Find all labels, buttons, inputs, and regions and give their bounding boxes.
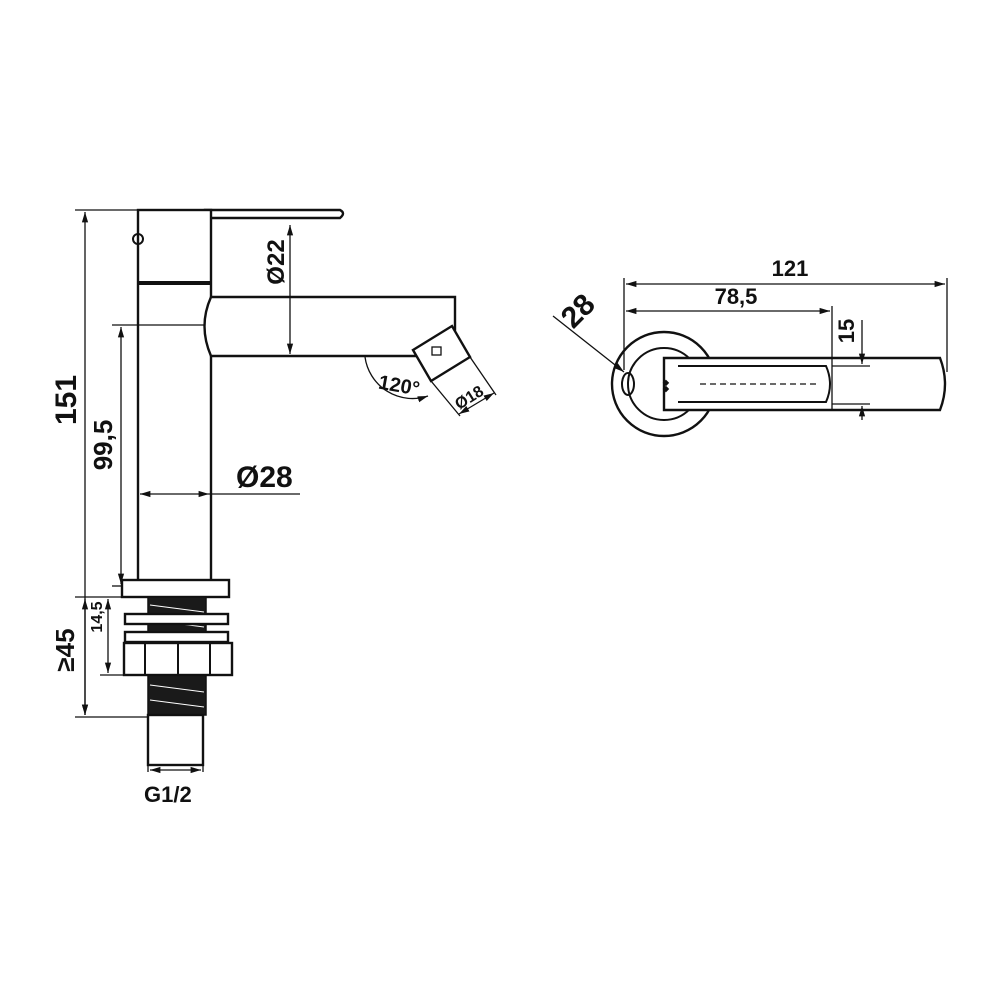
faucet-body xyxy=(136,208,213,587)
dim-spout-diameter: Ø22 xyxy=(263,239,290,284)
dim-aerator-diameter: Ø18 xyxy=(452,383,487,413)
lever-top xyxy=(678,365,831,403)
washer-bottom xyxy=(123,630,230,644)
dim-total-height: 151 xyxy=(50,375,83,425)
dim-thread: G1/2 xyxy=(144,782,192,807)
dim-min-deck: ≥45 xyxy=(50,628,80,671)
dim-shank-length: 14,5 xyxy=(89,601,106,632)
dim-handle-width: 15 xyxy=(834,319,859,343)
dim-body-diameter: Ø28 xyxy=(236,461,293,494)
dim-aerator-angle: 120° xyxy=(377,372,422,401)
lever-handle xyxy=(203,208,345,220)
base-flange xyxy=(120,578,231,599)
dim-total-length: 121 xyxy=(772,256,809,281)
dim-base-diameter: 28 xyxy=(555,288,602,335)
washer-top xyxy=(123,612,230,626)
brand-mark: ◆◆ xyxy=(661,379,670,393)
dim-spout-reach: 78,5 xyxy=(715,284,758,309)
mounting-nut xyxy=(122,641,234,677)
side-view xyxy=(120,208,472,767)
cartridge-pin xyxy=(132,233,144,245)
top-view: ◆◆ xyxy=(610,330,947,438)
dim-spout-height: 99,5 xyxy=(88,420,118,471)
inlet-connector xyxy=(146,713,205,767)
